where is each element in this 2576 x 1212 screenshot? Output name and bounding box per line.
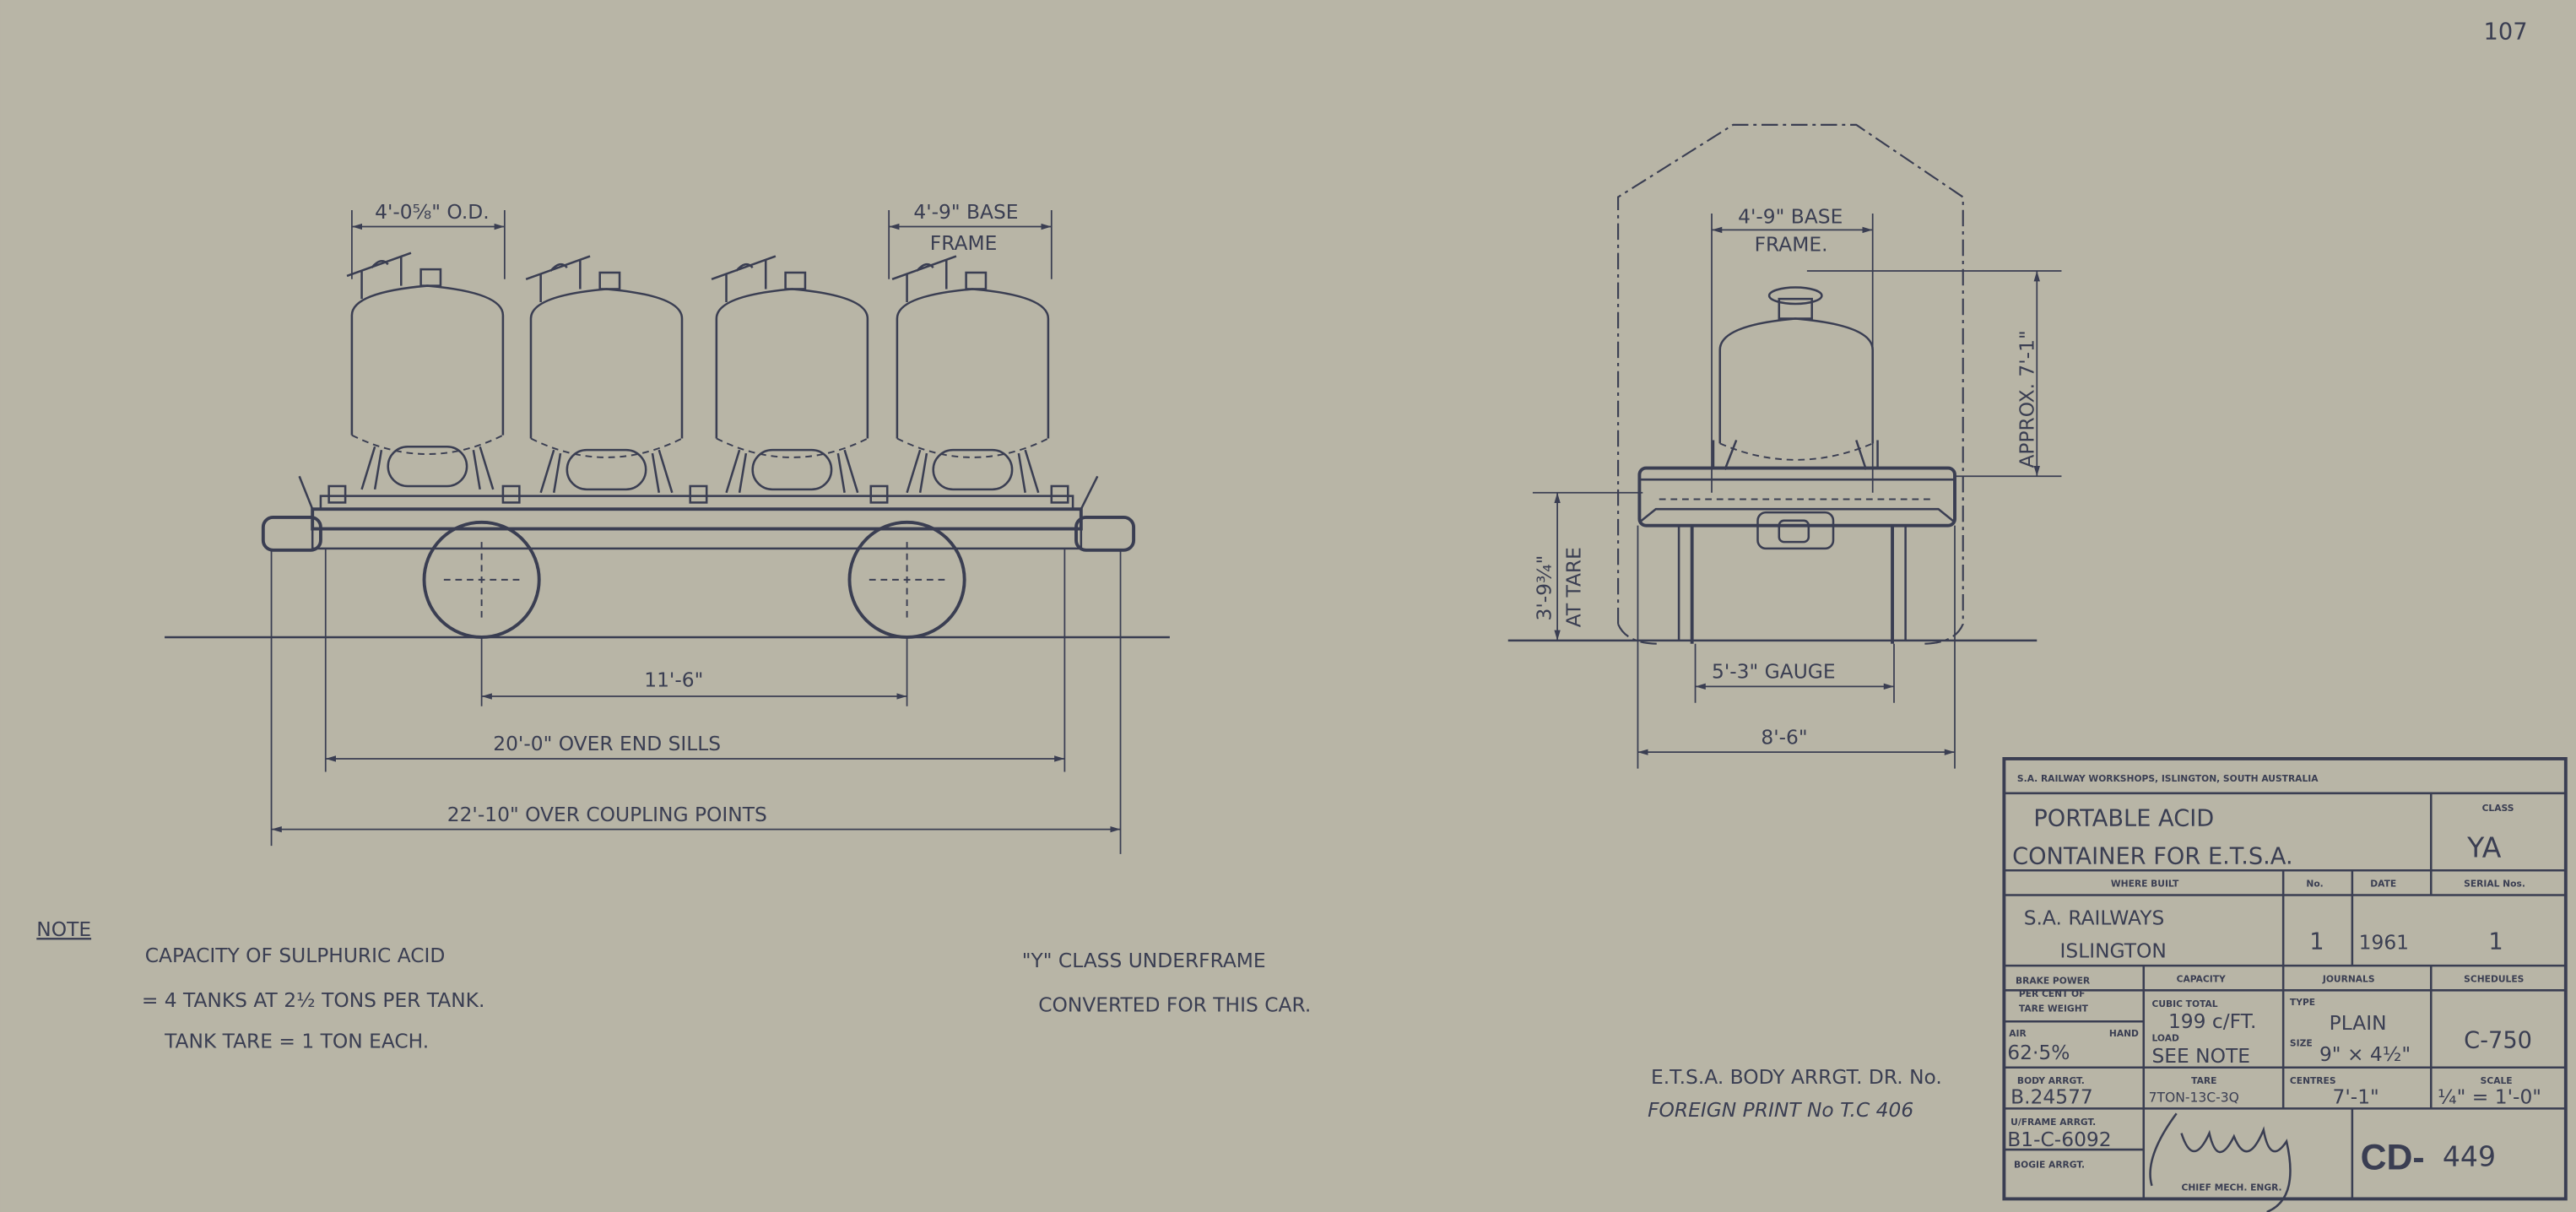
label-text: 199 c/FT. (2168, 1009, 2257, 1033)
label-text: SCALE (2481, 1075, 2513, 1086)
label-text: ISLINGTON (2060, 939, 2167, 962)
label-text: TYPE (2290, 997, 2315, 1008)
label-text: E.T.S.A. BODY ARRGT. DR. No. (1651, 1065, 1942, 1089)
note-line: CAPACITY OF SULPHURIC ACID (145, 944, 446, 967)
label-text: B.24577 (2010, 1085, 2093, 1109)
label-text: PLAIN (2330, 1011, 2387, 1035)
dim-end-sills: 20'-0" OVER END SILLS (493, 732, 721, 755)
dim-tare-height: 3'-9¾" (1532, 555, 1556, 621)
where-built: S.A. RAILWAYS (2024, 906, 2165, 929)
title-block: S.A. RAILWAY WORKSHOPS, ISLINGTON, SOUTH… (2002, 757, 2568, 1212)
organisation: S.A. RAILWAY WORKSHOPS, ISLINGTON, SOUTH… (2017, 773, 2319, 784)
dim-overall-width: 8'-6" (1761, 725, 1807, 749)
drawing-number: 449 (2443, 1140, 2496, 1173)
label-text: CENTRES (2290, 1075, 2336, 1086)
label-text: CUBIC TOTAL (2151, 998, 2217, 1009)
label-text: HAND (2109, 1028, 2139, 1039)
label-text: 7'-1" (2333, 1085, 2379, 1109)
reference-note: E.T.S.A. BODY ARRGT. DR. No. FOREIGN PRI… (1648, 1065, 1942, 1122)
class-label: CLASS (2482, 803, 2514, 814)
note-block: NOTE CAPACITY OF SULPHURIC ACID = 4 TANK… (36, 917, 484, 1052)
drawing-title-1: PORTABLE ACID (2033, 806, 2214, 832)
label-text: C-750 (2464, 1027, 2532, 1053)
label-text: BODY ARRGT. (2017, 1075, 2085, 1086)
label-text: 1 (2309, 929, 2324, 955)
label-text: WHERE BUILT (2111, 879, 2179, 890)
underframe-note: "Y" CLASS UNDERFRAME CONVERTED FOR THIS … (1022, 949, 1311, 1017)
dim-approx-height: APPROX. 7'-1" (2015, 330, 2038, 468)
label-text: TARE WEIGHT (2019, 1004, 2089, 1015)
label-text: 1 (2488, 929, 2503, 955)
label-text: CONVERTED FOR THIS CAR. (1038, 993, 1311, 1017)
signature (2149, 1112, 2292, 1212)
label-text: 9" × 4½" (2319, 1042, 2411, 1066)
drawing-title-2: CONTAINER FOR E.T.S.A. (2012, 843, 2293, 869)
coupler-right (1074, 515, 1136, 552)
label-text: CAPACITY (2177, 974, 2226, 985)
dim-gauge: 5'-3" GAUGE (1712, 660, 1836, 684)
label-text: 1961 (2359, 931, 2409, 955)
coupler-face (1756, 511, 1835, 550)
label-text: DATE (2370, 879, 2396, 890)
label-text: "Y" CLASS UNDERFRAME (1022, 949, 1266, 972)
label-text: JOURNALS (2322, 974, 2375, 985)
label-text: 62·5% (2007, 1041, 2070, 1064)
label-text: SCHEDULES (2464, 974, 2524, 985)
label-text: TARE (2191, 1075, 2216, 1086)
coupler-left (261, 515, 322, 552)
sheet-number: 107 (2484, 19, 2528, 46)
label-text: BRAKE POWER (2016, 976, 2091, 987)
drawing-prefix: CD- (2361, 1137, 2425, 1177)
label-text: LOAD (2151, 1033, 2178, 1044)
label-text: SIZE (2290, 1037, 2313, 1048)
dim-tank-od: 4'-0⅝" O.D. (375, 200, 489, 224)
label-text: ¼" = 1'-0" (2438, 1085, 2541, 1109)
dim-wheelbase: 11'-6" (644, 668, 703, 691)
label-text: No. (2306, 879, 2323, 890)
label-text: SERIAL Nos. (2464, 879, 2525, 890)
label-text: BOGIE ARRGT. (2014, 1159, 2085, 1170)
dim-tare-label: AT TARE (1561, 547, 1585, 627)
note-line: TANK TARE = 1 TON EACH. (164, 1029, 429, 1052)
label-text: SEE NOTE (2151, 1044, 2250, 1068)
dim-base-frame-label: 4'-9" BASE (913, 200, 1018, 224)
label-text: AIR (2009, 1028, 2027, 1039)
note-line: = 4 TANKS AT 2½ TONS PER TANK. (142, 988, 485, 1012)
end-elevation: 4'-9" BASE FRAME. APPROX. 7'-1" 3'-9¾" A… (1507, 123, 2062, 769)
dim-base-frame-label-2: FRAME (930, 231, 998, 255)
end-dim-base-frame-2: FRAME. (1755, 233, 1828, 257)
label-text: FOREIGN PRINT No T.C 406 (1648, 1098, 1913, 1122)
signatory-label: CHIEF MECH. ENGR. (2182, 1182, 2282, 1193)
label-text: PER CENT OF (2019, 988, 2086, 999)
note-heading: NOTE (36, 917, 91, 941)
label-text: U/FRAME ARRGT. (2010, 1117, 2096, 1128)
side-elevation: 4'-0⅝" O.D. 4'-9" BASE FRAME 11'-6" 20'-… (165, 200, 1170, 854)
dim-coupling-points: 22'-10" OVER COUPLING POINTS (447, 803, 767, 826)
label-text: B1-C-6092 (2007, 1128, 2111, 1151)
class-value: YA (2466, 831, 2502, 864)
label-text: 7TON-13C-3Q (2149, 1090, 2239, 1106)
end-dim-base-frame: 4'-9" BASE (1738, 205, 1843, 229)
